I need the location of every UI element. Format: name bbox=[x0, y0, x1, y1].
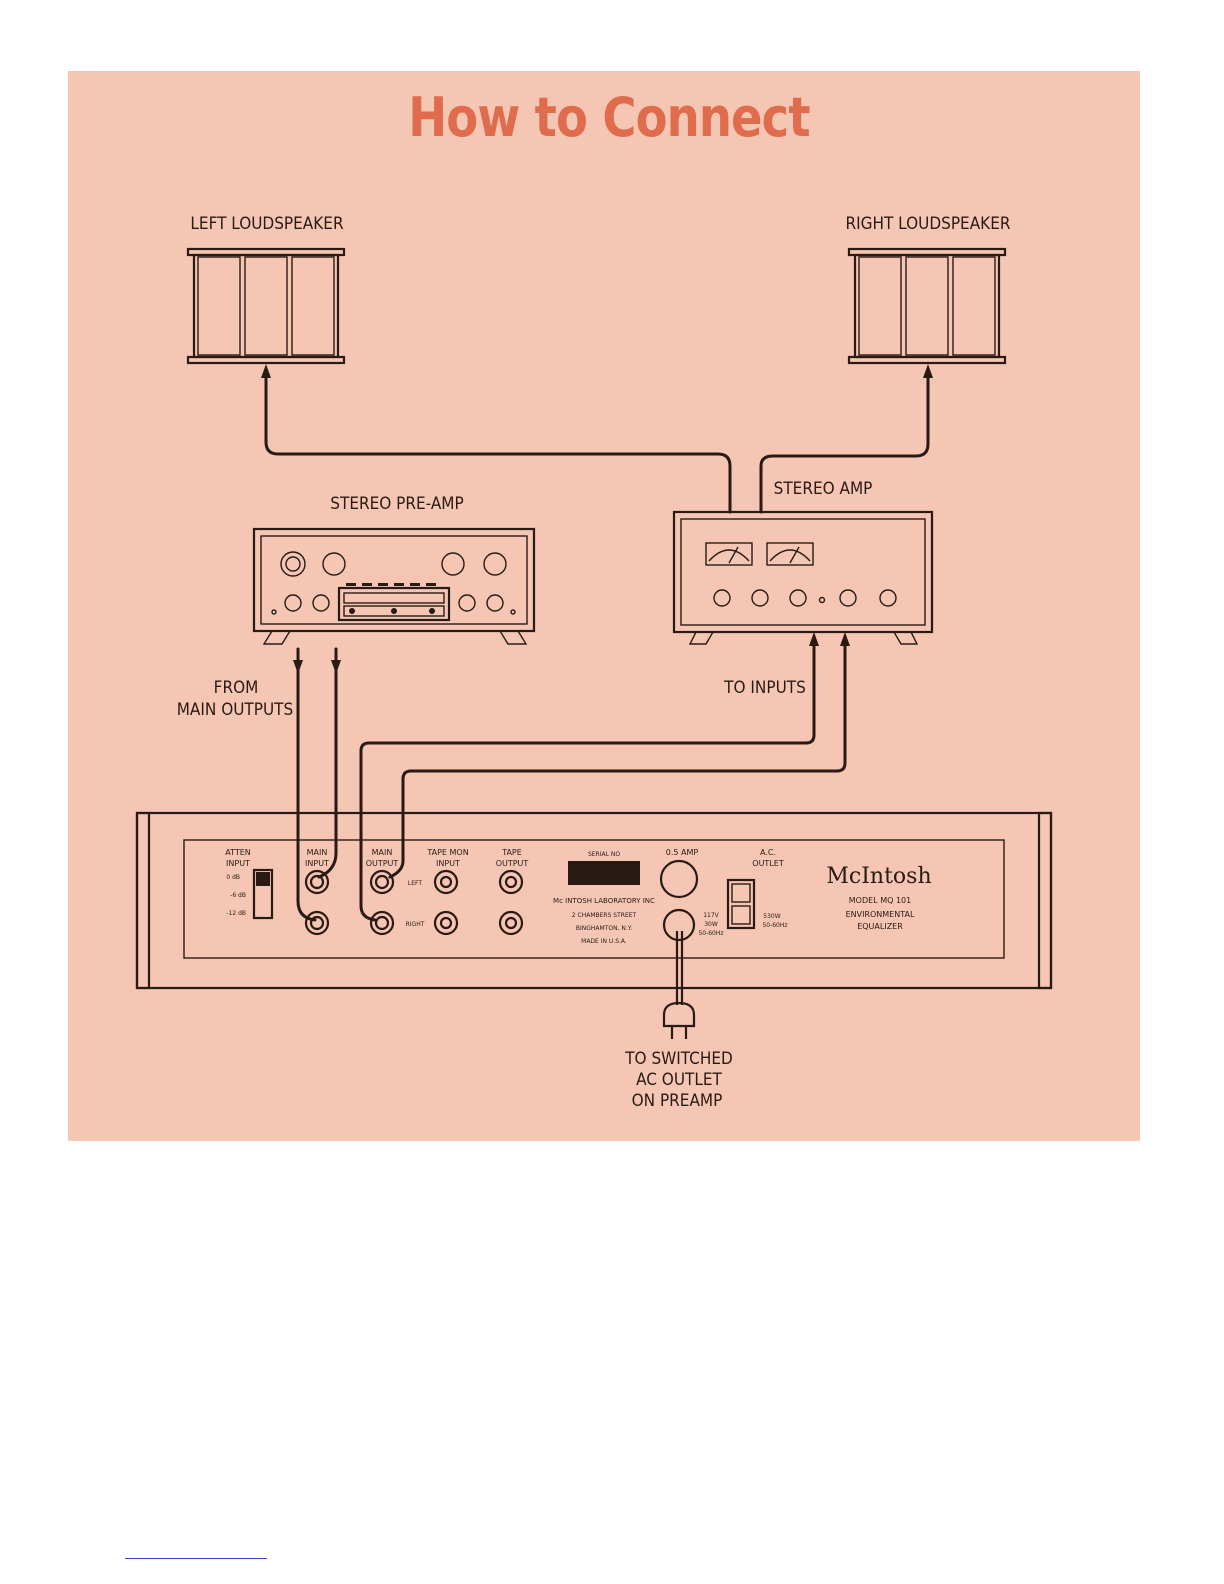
connection-diagram-panel: How to Connect LEFT LOUDSPEAKER RIGHT LO… bbox=[68, 71, 1140, 1141]
model-label-2: ENVIRONMENTAL bbox=[846, 910, 915, 919]
connection-diagram: How to Connect LEFT LOUDSPEAKER RIGHT LO… bbox=[68, 71, 1140, 1141]
left-loudspeaker-icon bbox=[186, 247, 346, 365]
outlet-rating-1: 530W bbox=[763, 913, 780, 920]
tape-mon-right-jack bbox=[433, 910, 459, 936]
stereo-preamp-label: STEREO PRE-AMP bbox=[330, 494, 463, 514]
tape-output-label-2: OUTPUT bbox=[496, 859, 529, 868]
to-switched-ac-outlet-line3: ON PREAMP bbox=[632, 1091, 723, 1111]
atten-12db-label: -12 dB bbox=[226, 910, 246, 917]
left-channel-label: LEFT bbox=[408, 880, 422, 887]
eq-to-amp-wire-right bbox=[388, 644, 847, 879]
main-output-label-2: OUTPUT bbox=[366, 859, 399, 868]
main-input-label-2: INPUT bbox=[305, 859, 329, 868]
stereo-preamp-icon bbox=[252, 527, 536, 645]
tape-output-label-1: TAPE bbox=[501, 848, 522, 857]
brand-logo: McIntosh bbox=[826, 864, 931, 889]
street-label: 2 CHAMBERS STREET bbox=[572, 912, 637, 919]
ac-outlet-icon bbox=[726, 878, 756, 930]
maker-label: Mc INTOSH LABORATORY INC bbox=[553, 897, 655, 905]
stereo-amp-label: STEREO AMP bbox=[774, 479, 873, 499]
to-switched-ac-outlet-line1: TO SWITCHED bbox=[624, 1049, 733, 1069]
right-loudspeaker-label: RIGHT LOUDSPEAKER bbox=[846, 214, 1011, 234]
preamp-to-eq-arrow-right bbox=[293, 660, 303, 674]
from-main-outputs-label-line2: MAIN OUTPUTS bbox=[177, 700, 294, 720]
footer-rule bbox=[125, 1558, 267, 1559]
to-switched-ac-outlet-line2: AC OUTLET bbox=[636, 1070, 722, 1090]
left-speaker-arrow bbox=[261, 364, 271, 378]
ac-outlet-label-1: A.C. bbox=[760, 848, 776, 857]
eq-to-amp-arrow-left bbox=[809, 632, 819, 646]
serial-no-label: SERIAL NO bbox=[588, 851, 620, 858]
eq-to-amp-wire-left bbox=[359, 644, 816, 922]
left-speaker-wire bbox=[264, 374, 732, 514]
right-speaker-wire bbox=[759, 374, 930, 514]
main-output-label-1: MAIN bbox=[372, 848, 393, 857]
tape-mon-left-jack bbox=[433, 869, 459, 895]
fuse-label: 0.5 AMP bbox=[666, 848, 699, 857]
stereo-amp-icon bbox=[672, 510, 934, 645]
model-label-1: MODEL MQ 101 bbox=[849, 896, 911, 905]
equalizer-rear-panel bbox=[135, 811, 1053, 990]
tape-output-left-jack bbox=[498, 869, 524, 895]
to-inputs-label: TO INPUTS bbox=[723, 678, 806, 698]
left-loudspeaker-label: LEFT LOUDSPEAKER bbox=[190, 214, 344, 234]
model-label-3: EQUALIZER bbox=[857, 922, 903, 931]
atten-0db-label: 0 dB bbox=[226, 874, 240, 881]
power-cord-grommet bbox=[662, 908, 696, 942]
right-loudspeaker-icon bbox=[847, 247, 1007, 365]
power-rating-2: 30W bbox=[704, 921, 718, 928]
atten-switch bbox=[252, 868, 274, 920]
tape-mon-label-1: TAPE MON bbox=[426, 848, 468, 857]
fuse-holder-icon bbox=[659, 859, 699, 899]
city-label: BINGHAMTON, N.Y. bbox=[576, 925, 632, 932]
main-input-label-1: MAIN bbox=[307, 848, 328, 857]
main-output-left-jack bbox=[369, 869, 395, 895]
preamp-to-eq-arrow-left bbox=[331, 660, 341, 674]
serial-plate bbox=[568, 861, 640, 885]
atten-input-label-1: ATTEN bbox=[225, 848, 251, 857]
power-rating-1: 117V bbox=[703, 912, 719, 919]
power-rating-3: 50-60Hz bbox=[698, 930, 723, 937]
right-channel-label: RIGHT bbox=[406, 921, 425, 928]
from-main-outputs-label-line1: FROM bbox=[214, 678, 259, 698]
tape-output-right-jack bbox=[498, 910, 524, 936]
atten-input-label-2: INPUT bbox=[226, 859, 250, 868]
main-input-left-jack bbox=[304, 869, 330, 895]
tape-mon-label-2: INPUT bbox=[436, 859, 460, 868]
main-input-right-jack bbox=[304, 910, 330, 936]
main-output-right-jack bbox=[369, 910, 395, 936]
made-in-label: MADE IN U.S.A. bbox=[581, 938, 627, 945]
power-cord bbox=[675, 931, 684, 1005]
atten-6db-label: -6 dB bbox=[230, 892, 246, 899]
outlet-rating-2: 50-60Hz bbox=[762, 922, 787, 929]
eq-to-amp-arrow-right bbox=[840, 632, 850, 646]
ac-outlet-label-2: OUTLET bbox=[752, 859, 784, 868]
right-speaker-arrow bbox=[923, 364, 933, 378]
preamp-to-eq-wire-left bbox=[317, 647, 338, 879]
power-plug-icon bbox=[662, 1001, 696, 1039]
page-title: How to Connect bbox=[408, 86, 809, 149]
